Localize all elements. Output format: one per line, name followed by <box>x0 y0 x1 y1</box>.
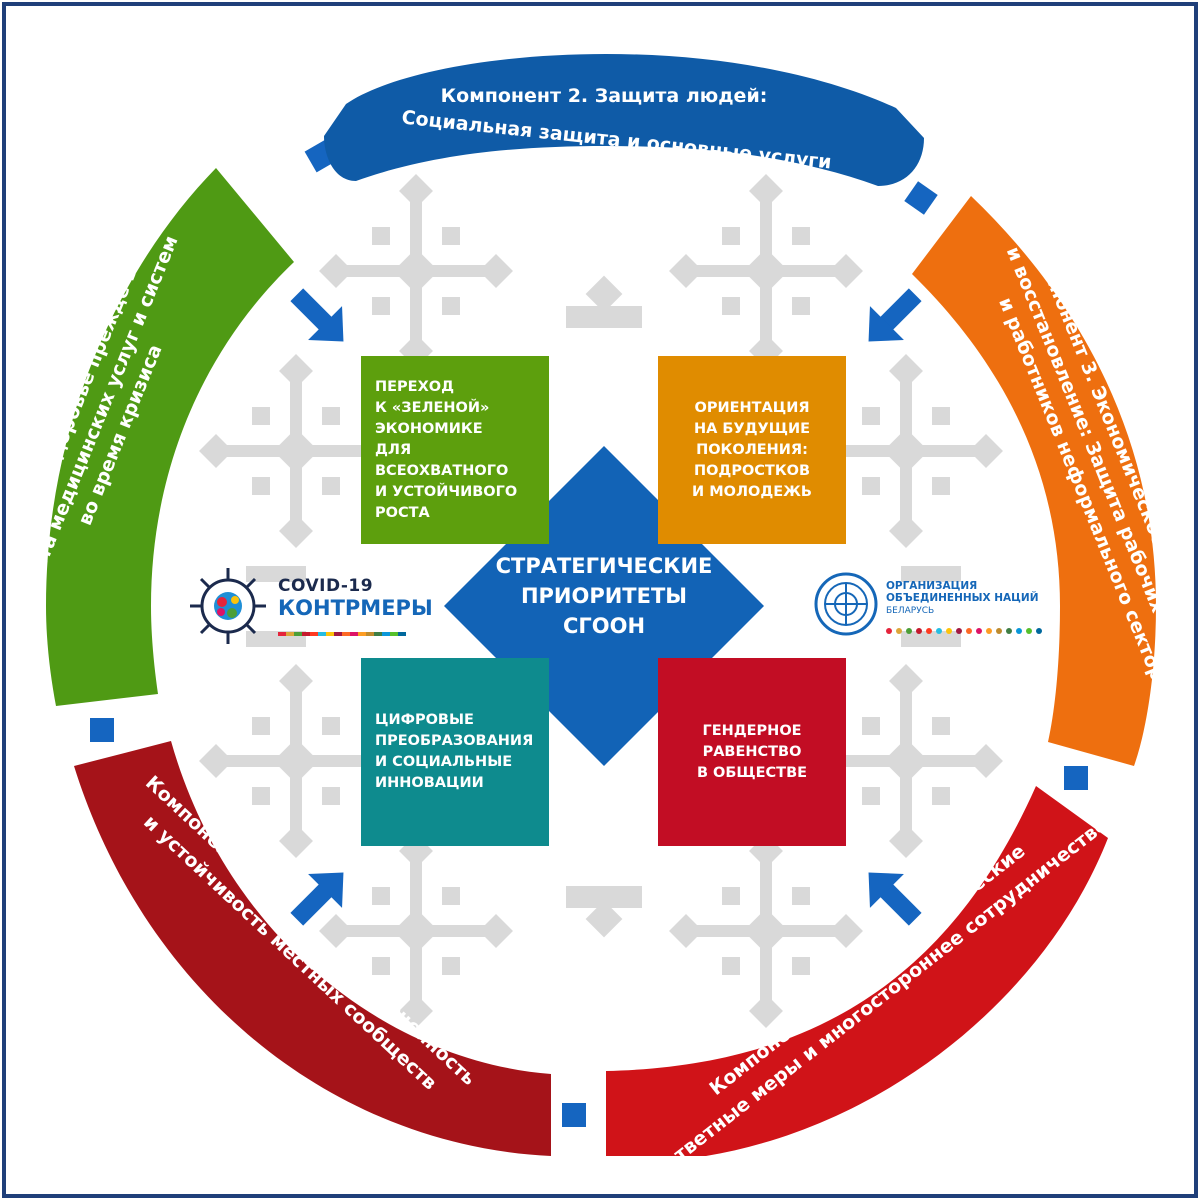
un-sdg-color-bar <box>886 628 1042 634</box>
diagram-canvas: Компонент 2. Защита людей: Социальная за… <box>6 54 1194 1174</box>
priority-line: и устойчивого <box>375 483 518 500</box>
priority-line: экономике <box>375 420 483 437</box>
priority-digital-transformation: Цифровые преобразования и социальные инн… <box>361 658 549 846</box>
ring-connectors <box>90 139 1088 1127</box>
priority-gender-equality: Гендерное равенство в обществе <box>658 658 846 846</box>
priority-line: и социальные <box>375 754 513 770</box>
covid-virus-icon <box>190 568 266 644</box>
arrow-icon <box>851 277 933 359</box>
covid-logo-line-2: КОНТРМЕРЫ <box>278 596 433 620</box>
ornament-pattern <box>199 174 1003 1028</box>
priority-line: подростков <box>693 462 811 479</box>
covid-logo-line-1: COVID-19 <box>278 576 374 596</box>
center-title-line: СТРАТЕГИЧЕСКИЕ <box>495 554 713 578</box>
un-emblem-icon <box>814 572 878 636</box>
priority-line: инновации <box>375 775 484 791</box>
un-logo-line: ОБЪЕДИНЕННЫХ НАЦИЙ <box>886 592 1039 604</box>
priority-line: к «зеленой» <box>375 399 490 416</box>
covid-countermeasures-logo: COVID-19 КОНТРМЕРЫ <box>186 566 433 646</box>
sdg-color-bar <box>278 632 406 636</box>
priority-line: и молодежь <box>692 483 812 500</box>
priority-future-generations: Ориентация на будущие поколения: подрост… <box>658 356 846 544</box>
priority-line: равенство <box>702 743 802 760</box>
component-4-line-2: ответные меры и многостороннее сотруднич… <box>660 813 1113 1173</box>
priority-line: поколения: <box>696 441 808 458</box>
ring-segment-component-4 <box>606 786 1108 1156</box>
priority-line: преобразования <box>375 733 534 749</box>
un-logo-line: ОРГАНИЗАЦИЯ <box>886 580 978 592</box>
arrow-icon <box>279 277 361 359</box>
priority-line: Переход <box>375 378 454 395</box>
priority-line: в обществе <box>696 764 808 781</box>
priority-line: Ориентация <box>694 399 810 416</box>
priority-line: Гендерное <box>702 722 802 739</box>
component-2-line-1: Компонент 2. Защита людей: <box>441 85 768 107</box>
ring-segment-component-2 <box>324 54 924 186</box>
priority-line: на будущие <box>694 420 810 437</box>
ring-segment-component-1 <box>46 168 294 706</box>
un-belarus-logo: ОРГАНИЗАЦИЯ ОБЪЕДИНЕННЫХ НАЦИЙ БЕЛАРУСЬ <box>806 574 1056 644</box>
un-logo-name: ОРГАНИЗАЦИЯ ОБЪЕДИНЕННЫХ НАЦИЙ <box>886 580 1039 604</box>
center-title: СТРАТЕГИЧЕСКИЕ ПРИОРИТЕТЫ СГООН <box>456 551 752 641</box>
priority-line: роста <box>375 504 430 521</box>
center-title-line: СГООН <box>562 614 646 638</box>
ring-segment-component-3 <box>912 196 1156 766</box>
un-logo-country: БЕЛАРУСЬ <box>886 606 935 616</box>
center-title-line: ПРИОРИТЕТЫ <box>520 584 688 608</box>
ring-segment-component-5 <box>74 741 551 1156</box>
priority-line: для всеохватного <box>375 441 509 479</box>
priority-green-economy: Переход к «зеленой» экономике для всеохв… <box>361 356 549 544</box>
priority-line: Цифровые <box>375 712 474 728</box>
